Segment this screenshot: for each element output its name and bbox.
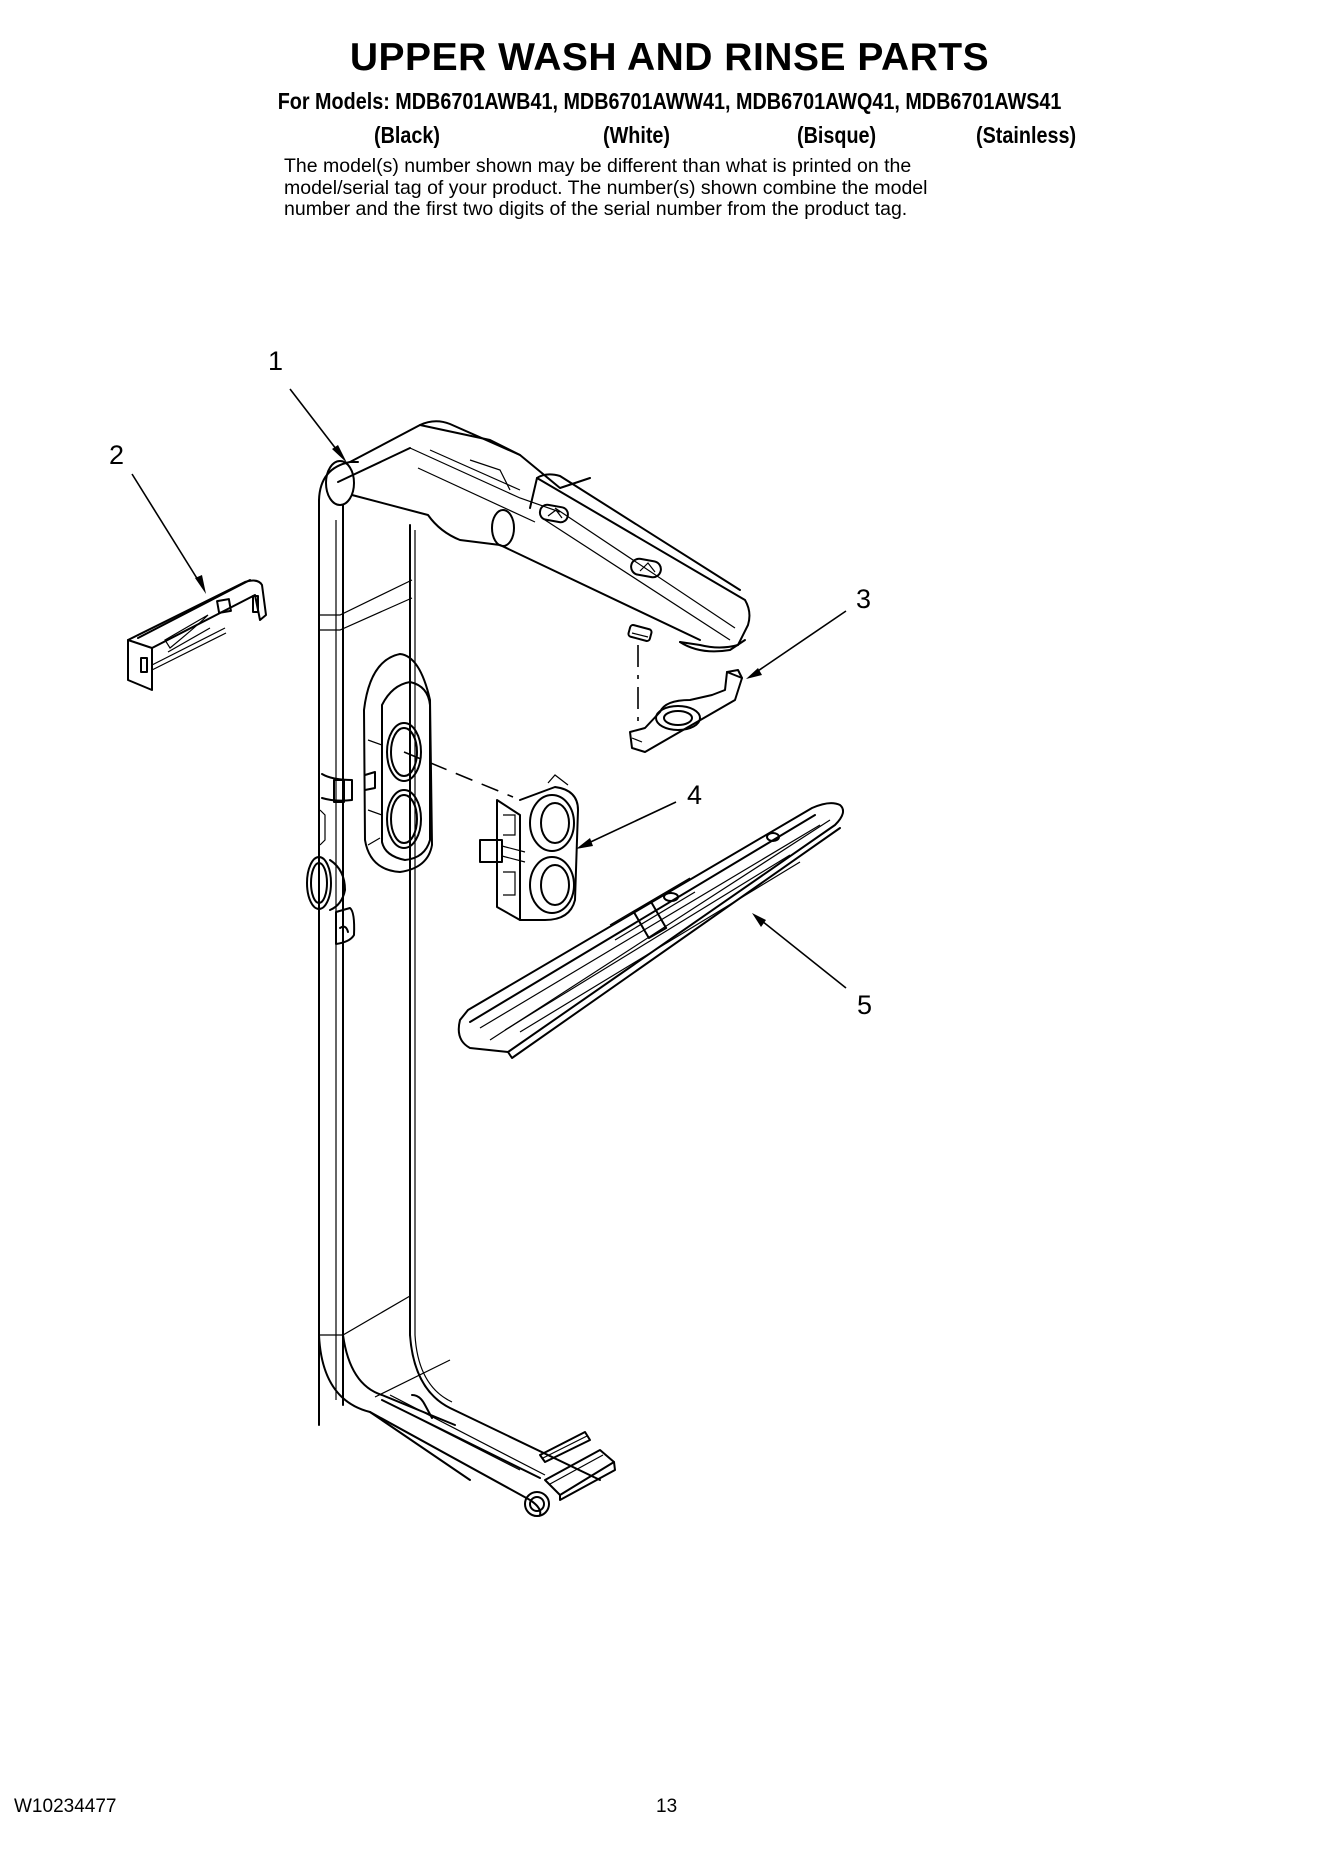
callout-1: 1 <box>268 346 284 376</box>
color-label-white: (White) <box>603 122 671 148</box>
page-number: 13 <box>656 1796 678 1817</box>
note-line: number and the first two digits of the s… <box>284 198 908 220</box>
color-label-stainless: (Stainless) <box>976 122 1077 148</box>
models-line: For Models: MDB6701AWB41, MDB6701AWW41, … <box>277 88 1062 114</box>
model-color-row: (Black) (White) (Bisque) (Stainless) <box>0 122 1339 152</box>
part-1-manifold-tube-drawing <box>306 420 751 1517</box>
document-number: W10234477 <box>14 1796 117 1817</box>
callout-4: 4 <box>687 780 703 810</box>
page-title: UPPER WASH AND RINSE PARTS <box>349 36 990 79</box>
color-label-bisque: (Bisque) <box>797 122 877 148</box>
model-number-note: The model(s) number shown may be differe… <box>284 155 1064 221</box>
manifold-oval-housing <box>363 653 433 873</box>
note-line: model/serial tag of your product. The nu… <box>284 176 928 199</box>
part-4-connector-drawing <box>403 751 579 921</box>
callout-5: 5 <box>857 990 873 1020</box>
color-label-black: (Black) <box>374 122 440 148</box>
part-3-retainer-clip-drawing <box>629 645 743 753</box>
callout-leaders <box>131 388 847 989</box>
part-2-mounting-clip-drawing <box>127 579 267 691</box>
note-line: The model(s) number shown may be differe… <box>284 155 912 177</box>
callout-2: 2 <box>109 440 125 470</box>
callout-3: 3 <box>856 584 872 614</box>
part-5-spray-arm-drawing <box>457 802 845 1059</box>
